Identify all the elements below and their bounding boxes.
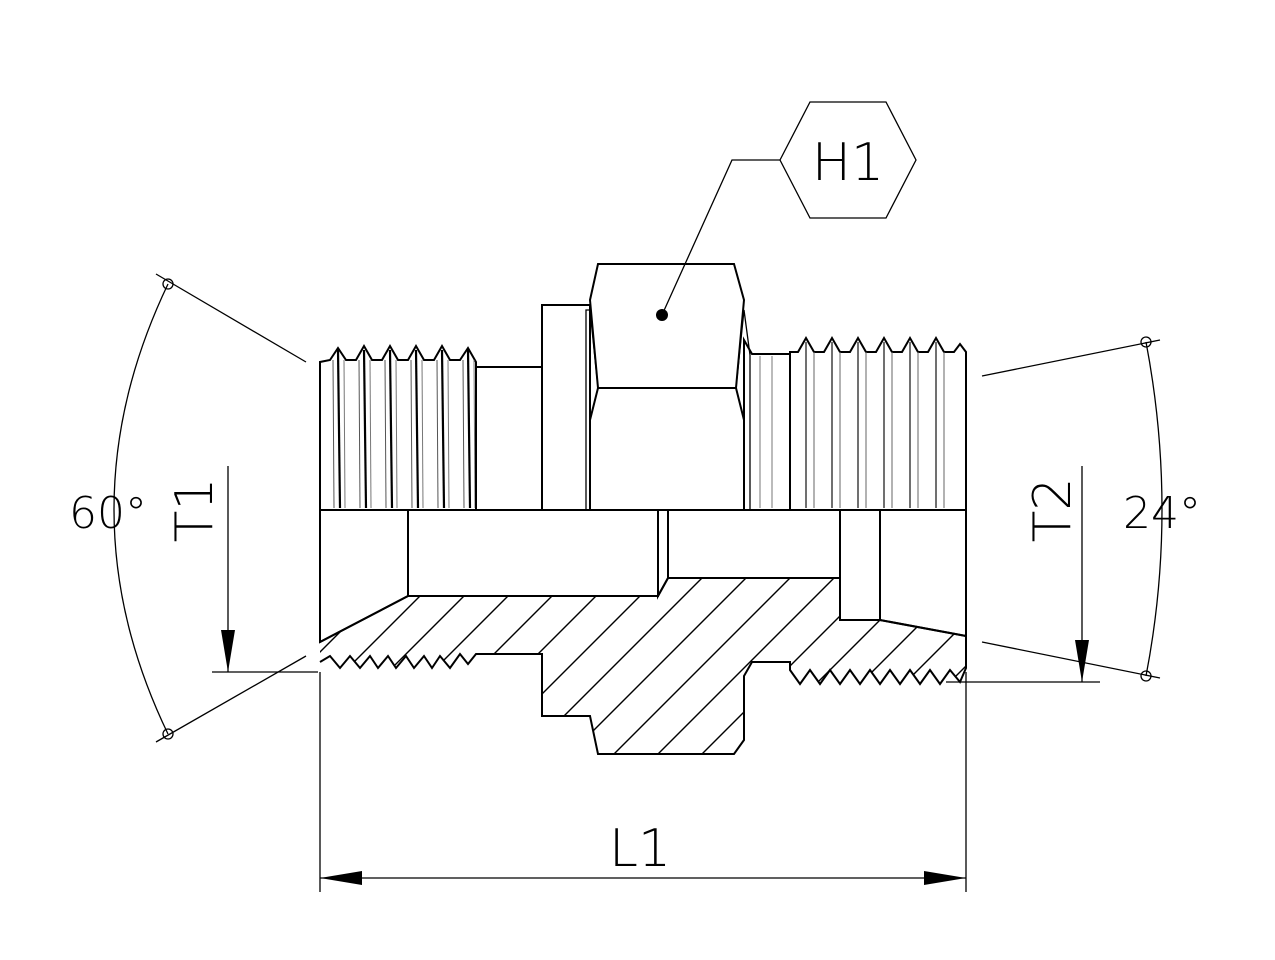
thread-right-dimension: T2 <box>946 466 1100 683</box>
hatch-line <box>1184 500 1275 800</box>
hex-left-edge <box>585 309 599 511</box>
thread-root-line <box>462 359 465 509</box>
hex-label: H1 <box>812 133 884 193</box>
middle-bore <box>667 509 841 579</box>
right-thread <box>759 335 967 511</box>
thread-root-line <box>410 359 413 509</box>
thread-left-label: T1 <box>165 478 225 543</box>
thread-root-line <box>473 359 476 509</box>
section-outline <box>319 577 967 755</box>
arrow-left <box>320 871 362 885</box>
hatch-line <box>320 578 473 754</box>
left-thread <box>319 343 477 511</box>
thread-crest-line <box>336 349 342 509</box>
hatch-line <box>0 500 208 800</box>
thread-crest-line <box>466 349 472 509</box>
length-dimension: L1 <box>319 672 967 892</box>
thread-root-line <box>395 359 398 509</box>
thread-root-line <box>332 359 335 509</box>
angle-right-dimension: 24° <box>981 336 1201 682</box>
hatch-line <box>743 578 966 754</box>
thread-root-line <box>384 359 387 509</box>
right-cone-seat <box>879 509 967 638</box>
angle-left-label: 60° <box>69 488 147 539</box>
thread-right-label: T2 <box>1023 478 1083 543</box>
thread-root-line <box>421 359 424 509</box>
hatch-line <box>787 578 966 754</box>
thread-crest-line <box>440 349 446 509</box>
hatch-line <box>611 578 913 754</box>
hex-callout: H1 <box>661 101 917 316</box>
hatch-line <box>0 500 164 800</box>
thread-root-line <box>447 359 450 509</box>
arrow-right <box>924 871 966 885</box>
hatch-line <box>1096 500 1275 800</box>
hex-nut <box>588 263 746 389</box>
left-neck <box>475 366 543 511</box>
thread-root-line <box>369 359 372 509</box>
hatch-line <box>320 578 517 754</box>
left-cone-seat <box>319 509 409 644</box>
hatch-line <box>1140 500 1275 800</box>
angle-left-dimension: 60° <box>69 273 307 743</box>
hatch-line <box>963 578 966 754</box>
thread-root-line <box>343 359 346 509</box>
hatch-line <box>875 578 966 754</box>
hatch-line <box>0 500 252 800</box>
right-bore <box>839 509 881 621</box>
hatch-line <box>0 500 76 800</box>
hatch-line <box>1228 500 1275 800</box>
length-label: L1 <box>609 819 671 879</box>
hatch-line <box>567 578 869 754</box>
thread-crest-line <box>414 349 420 509</box>
hatch-line <box>320 578 341 754</box>
bore-step <box>657 509 669 600</box>
hatch-line <box>699 578 966 754</box>
hatch-line <box>0 500 32 800</box>
hatch-line <box>320 578 605 754</box>
thread-crest-line <box>362 349 368 509</box>
thread-root-line <box>358 359 361 509</box>
hatch-line <box>320 578 561 754</box>
thread-crest-line <box>388 349 394 509</box>
hex-lower-face <box>589 387 745 511</box>
thread-root-line <box>436 359 439 509</box>
hatch-line <box>320 578 385 754</box>
collar <box>541 304 591 511</box>
hatch-line <box>1008 500 1275 800</box>
hatch-line <box>655 578 957 754</box>
hatch-line <box>0 500 120 800</box>
hatch-line <box>0 500 296 800</box>
left-bore <box>407 509 659 597</box>
right-neck <box>743 336 791 511</box>
thread-left-dimension: T1 <box>165 466 318 673</box>
angle-right-label: 24° <box>1123 488 1201 539</box>
hatch-line <box>320 578 429 754</box>
